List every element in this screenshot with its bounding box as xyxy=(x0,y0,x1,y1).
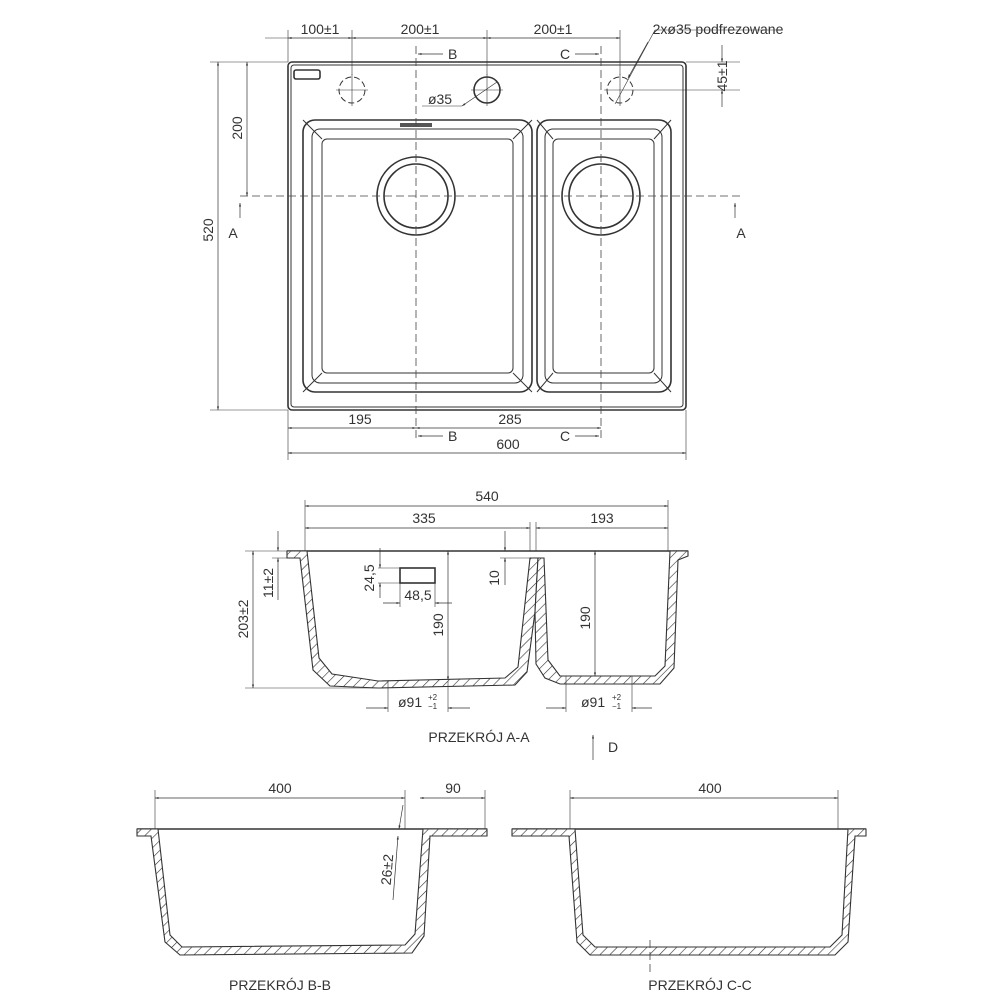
section-cc-title: PRZEKRÓJ C-C xyxy=(648,977,751,993)
section-bb: 400 90 26±2 PRZEKRÓJ B-B xyxy=(136,780,488,993)
left-bowl xyxy=(302,119,533,393)
overflow-opening xyxy=(399,567,436,584)
section-label-c-bottom: C xyxy=(560,428,570,444)
section-aa-right-bowl-wall xyxy=(534,550,689,685)
section-aa: 540 335 193 203±2 11±2 24,5 48,5 190 10 … xyxy=(235,488,689,760)
holes-note: 2xø35 podfrezowane xyxy=(653,21,784,37)
dim-48-5: 48,5 xyxy=(404,587,431,603)
section-cc: 400 PRZEKRÓJ C-C xyxy=(511,780,867,993)
sink-inner-edge xyxy=(290,64,684,408)
section-label-a-right: A xyxy=(736,225,746,241)
dim-200-side: 200 xyxy=(229,116,245,140)
section-label-c-top: C xyxy=(560,46,570,62)
section-bb-wall xyxy=(136,828,488,956)
dim-24-5: 24,5 xyxy=(361,564,377,591)
view-d-label: D xyxy=(608,739,618,755)
section-bb-title: PRZEKRÓJ B-B xyxy=(229,977,331,993)
tol-plus-left: +2 xyxy=(428,693,438,702)
tap-hole-left xyxy=(336,74,368,106)
section-aa-title: PRZEKRÓJ A-A xyxy=(428,729,530,745)
dim-540: 540 xyxy=(475,488,499,504)
drain-right-dia: ø91 xyxy=(581,694,605,710)
dim-335: 335 xyxy=(412,510,436,526)
dim-600: 600 xyxy=(496,436,520,452)
dim-285: 285 xyxy=(498,411,522,427)
tol-minus-right: −1 xyxy=(612,702,622,711)
section-label-b-top: B xyxy=(448,46,457,62)
dim-45: 45±1 xyxy=(714,60,730,91)
dim-203: 203±2 xyxy=(235,599,251,638)
dim-190-right: 190 xyxy=(577,606,593,630)
tol-plus-right: +2 xyxy=(612,693,622,702)
dim-10: 10 xyxy=(486,570,502,586)
dim-90: 90 xyxy=(445,780,461,796)
dim-11: 11±2 xyxy=(260,568,276,598)
sink-outline xyxy=(287,61,687,411)
dim-193: 193 xyxy=(590,510,614,526)
tap-hole-right xyxy=(604,29,780,106)
dim-100: 100±1 xyxy=(301,21,340,37)
dim-400-cc: 400 xyxy=(698,780,722,796)
dim-200-second: 200±1 xyxy=(534,21,573,37)
hole-diameter-label: ø35 xyxy=(428,91,452,107)
section-label-a-left: A xyxy=(228,225,238,241)
dim-400-bb: 400 xyxy=(268,780,292,796)
dim-190-left: 190 xyxy=(430,613,446,637)
drain-left-dia: ø91 xyxy=(398,694,422,710)
tap-hole-center xyxy=(422,74,503,107)
right-bowl xyxy=(536,119,672,393)
dim-520: 520 xyxy=(200,218,216,242)
dim-200-first: 200±1 xyxy=(401,21,440,37)
top-view: A A B C B C 100±1 200±1 200±1 2xø35 podf… xyxy=(200,21,784,460)
tol-minus-left: −1 xyxy=(428,702,438,711)
dim-195: 195 xyxy=(348,411,372,427)
section-label-b-bottom: B xyxy=(448,428,457,444)
overflow-slot xyxy=(293,69,321,80)
section-cc-wall xyxy=(511,828,867,956)
dim-26: 26±2 xyxy=(378,853,397,886)
